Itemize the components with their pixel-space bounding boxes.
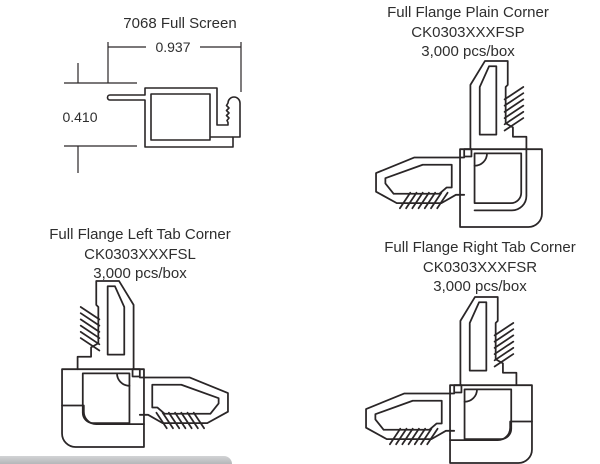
corner-part-code: CK0303XXXFSP [411, 23, 525, 41]
corner-qty-per-box: 3,000 pcs/box [421, 43, 515, 60]
corner-title: Full Flange Plain Corner [387, 4, 549, 21]
corner-qty-per-box: 3,000 pcs/box [433, 278, 527, 295]
profile-cross-section-drawing: 0.937 0.410 [62, 39, 242, 173]
height-dimension-label: 0.410 [62, 109, 97, 125]
dimension-lines [64, 42, 242, 173]
corner-title: Full Flange Right Tab Corner [384, 239, 576, 256]
corner-qty-per-box: 3,000 pcs/box [93, 265, 187, 282]
extrusion-profile-outline [106, 87, 241, 148]
corner-key-drawing-right-tab [365, 296, 533, 464]
corner-key-drawing-left-tab [61, 280, 229, 448]
corner-title: Full Flange Left Tab Corner [49, 226, 231, 243]
profile-title: 7068 Full Screen [123, 15, 237, 32]
corner-caption: Full Flange Right Tab Corner CK0303XXXFS… [360, 238, 600, 297]
corner-part-code: CK0303XXXFSR [422, 258, 538, 276]
corner-caption: Full Flange Plain Corner CK0303XXXFSP 3,… [348, 3, 588, 62]
corner-key-drawing-plain [375, 60, 543, 228]
width-dimension-label: 0.937 [155, 39, 190, 55]
footer-accent-bar [0, 456, 232, 464]
corner-part-code: CK0303XXXFSL [84, 245, 196, 263]
corner-caption: Full Flange Left Tab Corner CK0303XXXFSL… [20, 225, 260, 284]
